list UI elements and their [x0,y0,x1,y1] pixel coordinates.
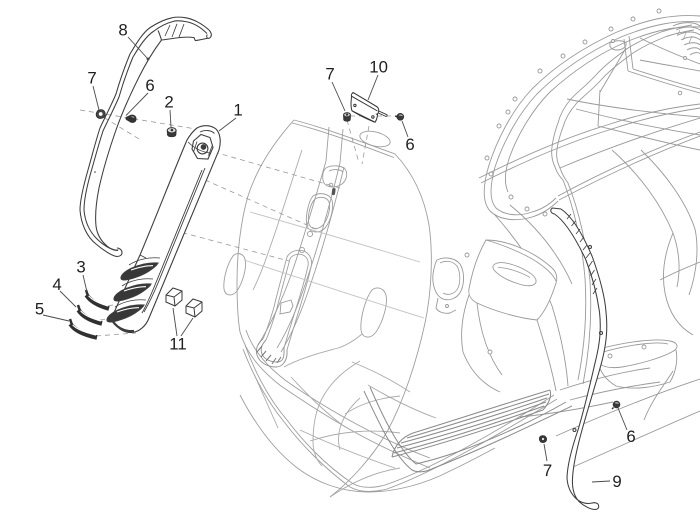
svg-text:4: 4 [52,275,61,294]
svg-text:5: 5 [35,300,44,319]
svg-text:6: 6 [626,427,635,446]
svg-text:8: 8 [118,21,127,40]
svg-text:7: 7 [543,461,552,480]
svg-text:11: 11 [169,335,186,354]
svg-text:3: 3 [76,258,85,277]
svg-text:6: 6 [145,76,154,95]
svg-text:7: 7 [87,69,96,88]
svg-text:6: 6 [405,135,414,154]
svg-text:1: 1 [233,101,242,120]
svg-text:7: 7 [325,65,334,84]
svg-text:10: 10 [369,58,388,77]
svg-text:9: 9 [612,472,621,491]
svg-text:2: 2 [164,93,173,112]
